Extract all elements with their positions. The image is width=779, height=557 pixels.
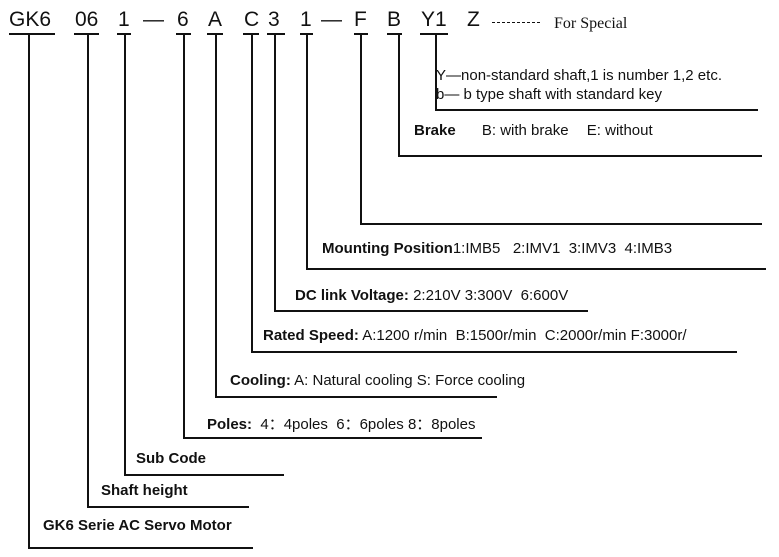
leader-poles [183, 34, 185, 438]
leader-gk6 [28, 34, 30, 548]
code-poles: 6 [177, 8, 189, 31]
leader-speed [251, 34, 253, 352]
speed-label: Rated Speed: A:1200 r/min B:1500r/min C:… [263, 327, 687, 344]
cooling-values: A: Natural cooling S: Force cooling [290, 372, 526, 389]
rule-f [360, 223, 762, 225]
mounting-title: Mounting Position [322, 240, 453, 257]
code-shaft-height: 06 [75, 8, 99, 31]
rule-poles [183, 437, 482, 439]
leader-shaft-height [87, 34, 89, 507]
brake-title: Brake [414, 122, 456, 139]
poles-label: Poles: 4：4poles 6：6poles 8：8poles [207, 413, 476, 434]
code-sub: 1 [118, 8, 130, 31]
leader-cooling [215, 34, 217, 397]
voltage-values: 2:210V 3:300V 6:600V [408, 287, 569, 304]
rule-mounting [306, 268, 766, 270]
speed-values: A:1200 r/min B:1500r/min C:2000r/min F:3… [358, 327, 687, 344]
code-dash-1: — [143, 8, 164, 31]
rule-shaft-height [87, 506, 249, 508]
rule-cooling [215, 396, 497, 398]
shaft-height-label: Shaft height [101, 482, 188, 499]
code-voltage: 3 [268, 8, 280, 31]
code-shaft-type: Y1 [421, 8, 447, 31]
voltage-title: DC link Voltage: [295, 287, 409, 304]
leader-subcode [124, 34, 126, 475]
brake-option-e: E: without [586, 122, 653, 139]
code-f: F [354, 8, 367, 31]
cooling-label: Cooling: A: Natural cooling S: Force coo… [230, 372, 525, 389]
code-brake: B [387, 8, 402, 31]
speed-title: Rated Speed: [263, 327, 359, 344]
brake-option-b: B: with brake [481, 122, 569, 139]
rule-series [28, 547, 253, 549]
brake-label: Brake B: with brake E: without [414, 122, 653, 139]
underline-06 [74, 33, 99, 35]
underline-b [387, 33, 402, 35]
poles-values: 4：4poles 6：6poles 8：8poles [252, 416, 476, 433]
underline-gk6 [9, 33, 55, 35]
leader-shaft-type [435, 34, 437, 110]
leader-voltage [274, 34, 276, 311]
mounting-values: 1:IMB5 2:IMV1 3:IMV3 4:IMB3 [452, 240, 673, 257]
subcode-label: Sub Code [136, 450, 206, 467]
voltage-label: DC link Voltage: 2:210V 3:300V 6:600V [295, 287, 568, 304]
rule-subcode [124, 474, 284, 476]
code-special: Z [467, 8, 480, 31]
rule-speed [251, 351, 737, 353]
underline-3 [267, 33, 285, 35]
cooling-title: Cooling: [230, 372, 291, 389]
shaft-type-line-2: b— b type shaft with standard key [436, 86, 662, 103]
leader-f [360, 34, 362, 224]
shaft-type-line-1: Y—non-standard shaft,1 is number 1,2 etc… [436, 67, 722, 84]
leader-mounting [306, 34, 308, 269]
mounting-label: Mounting Position1:IMB5 2:IMV1 3:IMV3 4:… [322, 240, 672, 257]
dashed-leader [492, 22, 540, 23]
code-mounting: 1 [300, 8, 312, 31]
poles-title: Poles: [207, 416, 253, 433]
code-dash-2: — [321, 8, 342, 31]
rule-voltage [274, 310, 588, 312]
code-speed: C [244, 8, 260, 31]
leader-brake [398, 34, 400, 156]
underline-y1 [420, 33, 448, 35]
series-label: GK6 Serie AC Servo Motor [43, 517, 232, 534]
rule-brake [398, 155, 762, 157]
code-gk6: GK6 [9, 8, 52, 31]
rule-shaft-type [435, 109, 758, 111]
code-cooling: A [208, 8, 223, 31]
special-note: For Special [554, 15, 628, 32]
